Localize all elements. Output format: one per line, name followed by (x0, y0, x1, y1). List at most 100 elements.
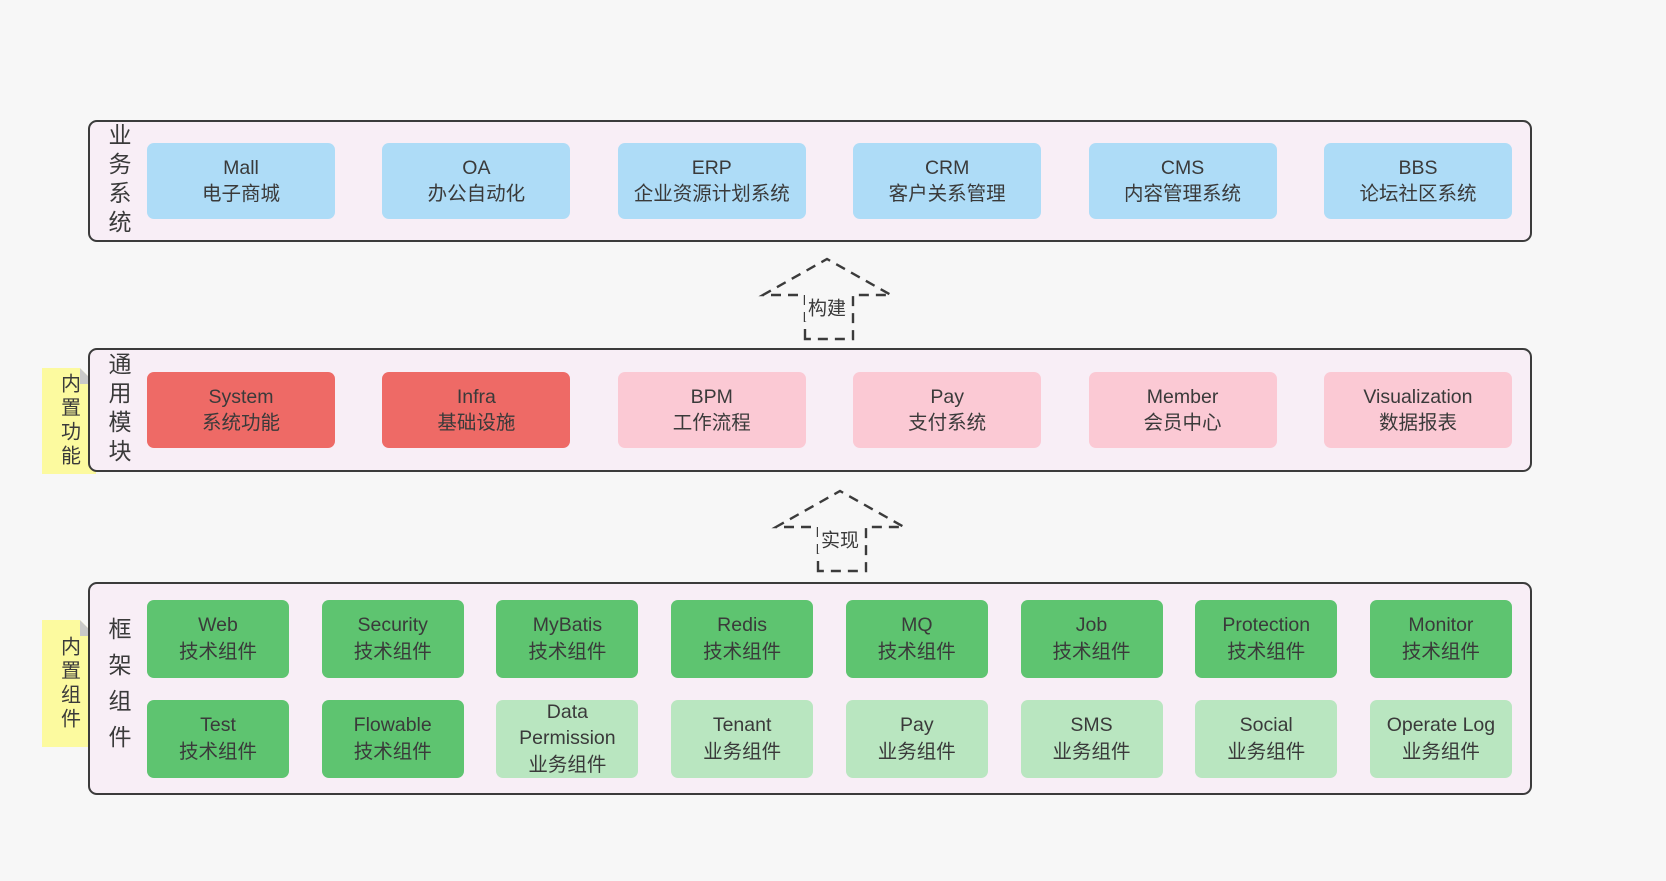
box-subtitle: 内容管理系统 (1124, 183, 1242, 205)
arrow-implement-label: 实现 (817, 524, 863, 554)
dashed-up-arrow-icon (758, 257, 896, 341)
diagram-box-cms: CMS 内容管理系统 (1088, 143, 1277, 219)
box-title: Social (1239, 714, 1293, 737)
box-subtitle: 业务组件 (703, 740, 782, 763)
note-builtin-features: 内置功能 (42, 368, 96, 474)
diagram-box-protection: Protection 技术组件 (1195, 599, 1338, 678)
note-builtin-components: 内置组件 (42, 620, 96, 747)
arrow-build-label: 构建 (804, 292, 850, 322)
box-title: Infra (456, 385, 496, 408)
box-title: Member (1146, 385, 1219, 408)
box-title: Protection (1222, 614, 1311, 637)
box-subtitle: 电子商城 (201, 183, 280, 205)
box-subtitle: 基础设施 (437, 412, 516, 434)
box-subtitle: 技术组件 (178, 740, 257, 763)
box-title: MQ (901, 614, 933, 637)
box-title: Test (200, 714, 236, 737)
diagram-box-erp: ERP 企业资源计划系统 (617, 143, 806, 219)
diagram-box-member: Member 会员中心 (1088, 372, 1277, 448)
box-title: Flowable (353, 714, 432, 737)
box-title: BBS (1398, 156, 1438, 179)
box-title: OA (462, 156, 491, 179)
diagram-box-security: Security 技术组件 (321, 599, 464, 678)
box-title: CRM (924, 156, 970, 179)
box-title: Redis (717, 614, 768, 637)
box-title: SMS (1070, 714, 1113, 737)
box-subtitle: 技术组件 (1227, 640, 1306, 663)
box-subtitle: 业务组件 (877, 740, 956, 763)
box-subtitle: 企业资源计划系统 (633, 183, 790, 205)
box-subtitle: 技术组件 (528, 640, 607, 663)
diagram-box-sms: SMS 业务组件 (1020, 699, 1163, 778)
diagram-box-web: Web 技术组件 (147, 599, 289, 678)
box-subtitle: 技术组件 (353, 740, 432, 763)
diagram-box-redis: Redis 技术组件 (671, 599, 814, 678)
section-label-common-modules: 通用模块 (105, 352, 131, 468)
diagram-box-pay: Pay 支付系统 (853, 372, 1042, 448)
box-subtitle: 数据报表 (1378, 412, 1457, 434)
box-subtitle: 系统功能 (201, 412, 280, 434)
box-title: Pay (900, 714, 934, 737)
box-subtitle: 论坛社区系统 (1359, 183, 1477, 205)
note-builtin-features-label: 内置功能 (57, 373, 80, 469)
box-subtitle: 技术组件 (353, 640, 432, 663)
box-subtitle: 技术组件 (877, 640, 956, 663)
box-title: Security (357, 614, 428, 637)
section-label-framework-components: 框架组件 (105, 616, 131, 761)
diagram-box-social: Social 业务组件 (1195, 699, 1338, 778)
box-subtitle: 会员中心 (1143, 412, 1222, 434)
box-subtitle: 工作流程 (672, 412, 751, 434)
box-subtitle: 业务组件 (1052, 740, 1131, 763)
box-title: CMS (1160, 156, 1205, 179)
box-title: Web (198, 614, 238, 637)
common-modules-box-row: System 系统功能 Infra 基础设施 BPM 工作流程 Pay 支付系统 Member 会… (147, 350, 1512, 470)
box-title: Data Permission (519, 701, 616, 750)
diagram-box-bbs: BBS 论坛社区系统 (1323, 143, 1512, 219)
box-title: System (208, 385, 274, 408)
diagram-box-flowable: Flowable 技术组件 (321, 699, 464, 778)
note-builtin-components-label: 内置组件 (57, 635, 80, 732)
diagram-box-pay: Pay 业务组件 (845, 699, 988, 778)
box-subtitle: 客户关系管理 (888, 183, 1006, 205)
arrow-implement: 实现 (770, 487, 910, 573)
box-title: Pay (930, 385, 964, 408)
box-subtitle: 技术组件 (1052, 640, 1131, 663)
arrow-build: 构建 (757, 255, 897, 341)
box-title: MyBatis (532, 614, 603, 637)
box-subtitle: 业务组件 (528, 753, 607, 776)
diagram-box-bpm: BPM 工作流程 (617, 372, 806, 448)
box-subtitle: 支付系统 (908, 412, 987, 434)
diagram-box-test: Test 技术组件 (147, 699, 289, 778)
diagram-box-job: Job 技术组件 (1020, 599, 1163, 678)
box-title: Visualization (1363, 385, 1473, 408)
diagram-box-system: System 系统功能 (147, 372, 335, 448)
box-subtitle: 技术组件 (1401, 640, 1480, 663)
box-subtitle: 业务组件 (1227, 740, 1306, 763)
box-title: Tenant (712, 714, 772, 737)
box-subtitle: 技术组件 (178, 640, 257, 663)
diagram-box-mybatis: MyBatis 技术组件 (496, 599, 639, 678)
diagram-box-mall: Mall 电子商城 (147, 143, 335, 219)
diagram-box-mq: MQ 技术组件 (845, 599, 988, 678)
box-subtitle: 技术组件 (703, 640, 782, 663)
box-title: BPM (690, 385, 733, 408)
panel-common-modules: 通用模块 System 系统功能 Infra 基础设施 BPM 工作流程 Pay 支付系统 Me… (88, 348, 1532, 472)
diagram-box-infra: Infra 基础设施 (382, 372, 571, 448)
box-title: Job (1075, 614, 1108, 637)
diagram-box-tenant: Tenant 业务组件 (671, 699, 814, 778)
box-title: Mall (223, 156, 259, 179)
diagram-box-operate-log: Operate Log 业务组件 (1369, 699, 1512, 778)
diagram-box-visualization: Visualization 数据报表 (1323, 372, 1512, 448)
box-subtitle: 业务组件 (1401, 740, 1480, 763)
box-title: Operate Log (1386, 714, 1496, 737)
box-title: ERP (691, 156, 732, 179)
section-label-business-systems: 业务系统 (105, 123, 131, 239)
